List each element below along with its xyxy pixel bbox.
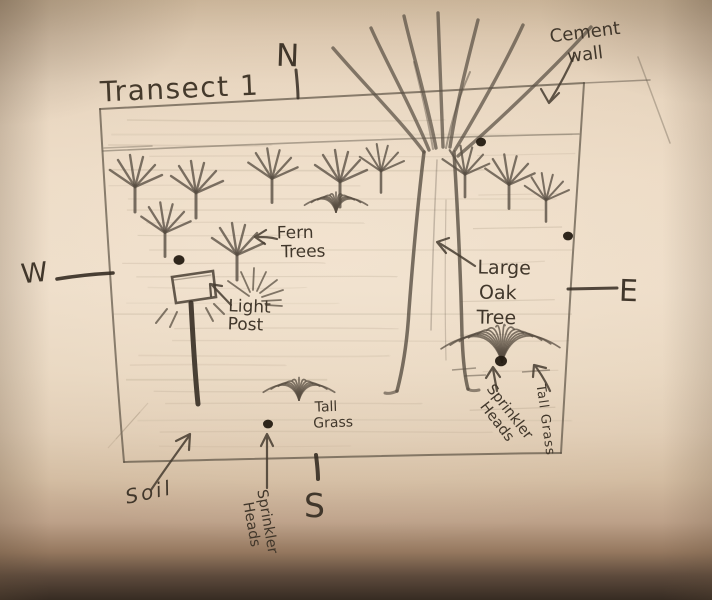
tall-grass-clump	[303, 191, 369, 213]
compass-strokes	[55, 68, 619, 481]
light-post-head-box	[170, 269, 218, 305]
south-tick	[314, 453, 320, 481]
sprinkler-bottom-arrow	[259, 432, 275, 490]
paper-edge-line	[637, 56, 671, 144]
tall-grass-clump	[262, 376, 336, 401]
sprinkler-right-arrow	[484, 365, 502, 393]
grass-layer	[262, 191, 561, 401]
sprinkler-head-dot	[263, 419, 273, 429]
tall-grass-right-arrow	[531, 363, 552, 393]
light-glow-burst	[227, 267, 284, 307]
branch-stub-1	[445, 71, 471, 149]
trunk-texture-2	[444, 199, 447, 361]
fern-tree	[441, 144, 491, 199]
branches	[331, 11, 593, 158]
soil-arrow	[149, 432, 192, 492]
light-post-line2: Post	[227, 314, 264, 336]
large-oak-tree-label: Large Oak Tree	[476, 256, 531, 332]
fern-trees-arrow	[253, 228, 279, 246]
sprinkler-head-dot	[173, 255, 185, 265]
light-post	[155, 267, 284, 407]
light-rays	[155, 303, 225, 328]
plot-boundary-cement-wall	[99, 56, 671, 463]
tall-grass-clump	[440, 323, 561, 377]
wall-line-extension	[583, 79, 651, 84]
compass-west-label: W	[19, 256, 50, 291]
root-flare-left	[383, 389, 399, 395]
root-flare-right	[466, 387, 481, 393]
fern-trees-layer	[108, 143, 570, 282]
fern-tree	[523, 172, 570, 223]
sprinkler-head-dot	[563, 231, 573, 241]
fern-trees-line1: Fern	[276, 222, 314, 244]
large-oak-line2: Oak	[478, 281, 517, 305]
light-post-arrow	[208, 282, 233, 307]
west-line	[55, 271, 115, 281]
branch-stub-2	[413, 61, 434, 150]
sprinkler-dots-layer	[173, 137, 573, 429]
cement-wall-label: Cement wall	[549, 18, 625, 70]
fern-trees-line2: Trees	[280, 241, 326, 263]
fern-tree	[210, 221, 266, 282]
cement-wall-arrow	[539, 54, 576, 105]
sprinkler-head-dot	[495, 355, 507, 367]
light-post-label: Light Post	[227, 296, 271, 336]
boundary-left	[99, 108, 125, 463]
page-title: Transect 1	[99, 68, 260, 109]
inner-line-double-stroke	[103, 145, 153, 149]
tall-grass-center-label: Tall Grass	[312, 399, 354, 432]
fern-trees-label: Fern Trees	[276, 222, 326, 263]
compass-east-label: E	[618, 273, 639, 310]
boundary-top	[99, 82, 585, 110]
fern-tree	[247, 147, 299, 204]
compass-north-label: N	[275, 37, 300, 75]
annotation-arrows	[149, 54, 576, 492]
trunk-left-edge	[395, 150, 426, 393]
light-post-pole	[188, 300, 201, 407]
oak-tree	[331, 11, 593, 395]
light-post-box-double	[173, 274, 212, 281]
fern-tree	[313, 148, 369, 209]
tall-grass-center-line2: Grass	[312, 413, 354, 432]
boundary-bottom	[123, 452, 562, 463]
east-line	[566, 286, 619, 291]
large-oak-line3: Tree	[476, 306, 517, 330]
large-oak-arrow	[435, 236, 477, 268]
large-oak-line1: Large	[477, 256, 532, 280]
fern-tree	[169, 159, 225, 220]
compass-south-label: S	[304, 486, 325, 525]
north-tick	[294, 68, 300, 100]
fern-tree	[108, 153, 164, 214]
fern-tree	[140, 201, 192, 258]
inner-transect-line	[102, 133, 580, 152]
boundary-right	[560, 82, 585, 454]
trunk-right-edge	[452, 150, 470, 391]
trunk-texture-1	[430, 159, 438, 331]
sprinkler-head-dot	[476, 137, 486, 147]
fern-tree	[358, 143, 405, 194]
fern-tree	[484, 153, 536, 210]
